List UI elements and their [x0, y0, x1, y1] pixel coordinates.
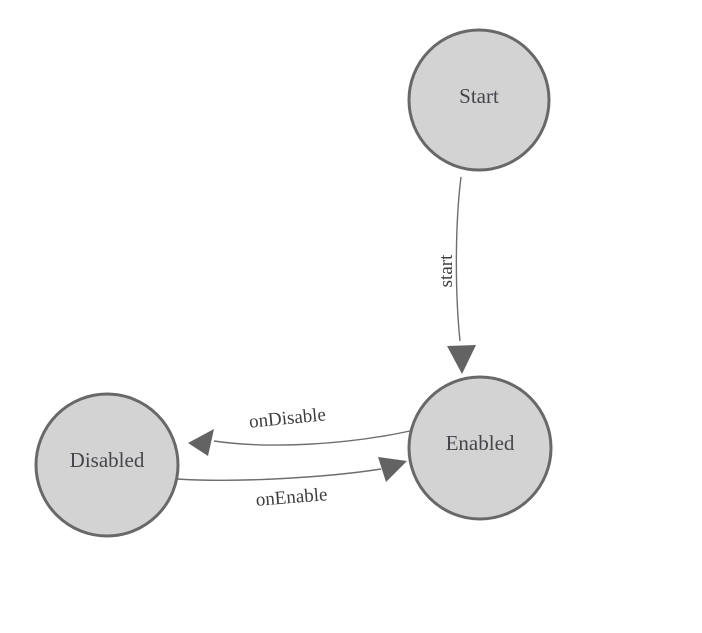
state-node-start[interactable]: Start: [407, 28, 551, 172]
transition-ondisable-arrowhead-icon: [188, 429, 214, 456]
state-label-enabled: Enabled: [446, 431, 515, 455]
transition-label-ondisable: onDisable: [248, 404, 327, 432]
state-circle-disabled[interactable]: [34, 392, 180, 538]
state-node-disabled[interactable]: Disabled: [34, 392, 180, 538]
state-label-start: Start: [459, 84, 499, 108]
state-label-disabled: Disabled: [70, 448, 145, 472]
transition-start-to-enabled[interactable]: start: [436, 176, 476, 374]
transition-disabled-to-enabled[interactable]: onEnable: [176, 457, 407, 511]
transition-label-onenable: onEnable: [255, 484, 328, 511]
transition-ondisable-line[interactable]: [213, 430, 411, 446]
transition-onenable-line[interactable]: [176, 468, 382, 481]
transition-start-line[interactable]: [455, 176, 462, 342]
transition-start-arrowhead-icon: [447, 345, 476, 374]
transition-onenable-arrowhead-icon: [378, 457, 407, 482]
state-circle-enabled[interactable]: [407, 375, 553, 521]
transition-label-start: start: [436, 254, 457, 287]
state-circle-start[interactable]: [407, 28, 551, 172]
state-node-enabled[interactable]: Enabled: [407, 375, 553, 521]
transition-enabled-to-disabled[interactable]: onDisable: [188, 404, 411, 456]
